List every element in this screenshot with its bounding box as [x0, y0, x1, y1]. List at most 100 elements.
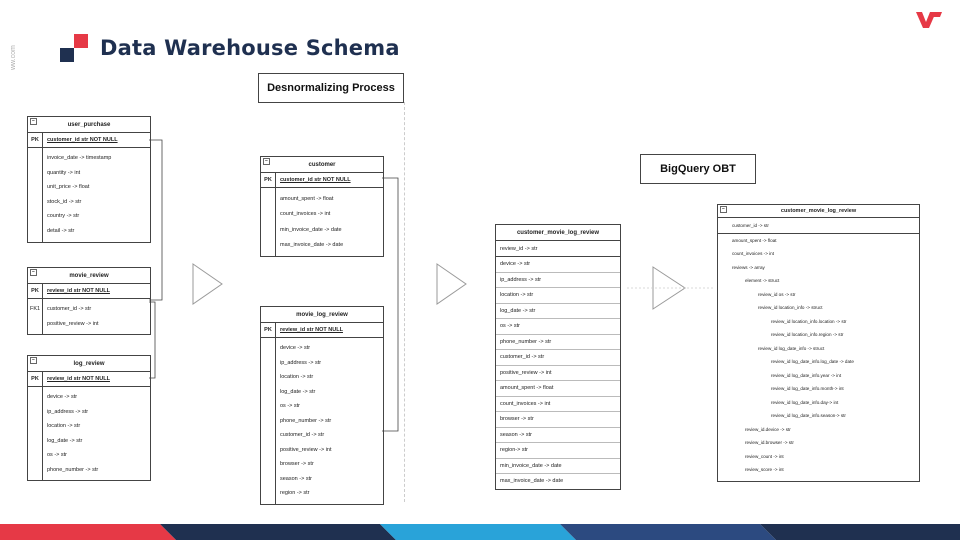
pk-label: PK [261, 173, 276, 187]
field: os -> str [47, 452, 68, 459]
obt-nested-field: review_id.device -> str [745, 426, 791, 432]
field: customer_id -> str [496, 350, 620, 366]
field: count_invoices -> int [496, 397, 620, 412]
field: ip_address -> str [280, 359, 322, 366]
obt-nested-field: review_id location_info.location -> str [771, 318, 847, 324]
field: invoice_date -> timestamp [47, 155, 112, 162]
logo-mark [60, 34, 90, 62]
obt-field: customer_id -> str [718, 219, 919, 234]
obt-nested-field: element -> struct [745, 278, 780, 284]
field: log_date -> str [47, 437, 83, 444]
field: log_date -> str [496, 304, 620, 319]
field: region -> str [280, 490, 310, 497]
table-name: user_purchase [67, 121, 111, 128]
field: amount_spent -> float [280, 195, 334, 202]
obt-nested-field: review_id log_date_info.season-> str [771, 413, 846, 419]
field: os -> str [496, 319, 620, 335]
process-arrow-1 [192, 263, 223, 305]
table-customer-movie-log-review: customer_movie_log_review review_id -> s… [495, 224, 621, 490]
obt-nested-field: review_count -> int [745, 453, 784, 459]
brand-logo [916, 12, 942, 33]
pk-field: review_id str NOT NULL [280, 327, 343, 333]
pk-label: PK [28, 133, 43, 147]
field: customer_id -> str [280, 432, 325, 439]
field: location -> str [280, 374, 314, 381]
field: browser -> str [280, 461, 314, 468]
pk-label: PK [261, 323, 276, 337]
table-name: customer [308, 161, 336, 168]
obt-nested-field: review_id log_date_info.month-> int [771, 386, 844, 392]
field: positive_review -> int [496, 366, 620, 381]
field: positive_review -> int [280, 446, 332, 453]
fk-label: FK1 [29, 306, 41, 313]
obt-nested-field: review_id log_date_info -> struct [758, 345, 825, 351]
table-name: movie_log_review [296, 311, 348, 318]
obt-nested-field: review_id os -> str [758, 291, 796, 297]
pk-field: customer_id str NOT NULL [47, 137, 118, 143]
field: os -> str [280, 403, 301, 410]
bigquery-label: BigQuery OBT [660, 163, 736, 175]
process-arrow-2 [436, 263, 467, 305]
field: detail -> str [47, 227, 75, 234]
field: location -> str [496, 288, 620, 304]
field: country -> str [47, 213, 80, 220]
field: min_invoice_date -> date [496, 459, 620, 474]
field: phone_number -> str [496, 335, 620, 350]
process-label-box: Desnormalizing Process [258, 73, 404, 103]
process-label: Desnormalizing Process [267, 82, 395, 94]
field: ip_address -> str [496, 273, 620, 288]
table-name: customer_movie_log_review [780, 208, 857, 214]
table-name: customer_movie_log_review [516, 229, 600, 236]
obt-field: count_invoices -> int [732, 251, 775, 257]
field: log_date -> str [280, 388, 316, 395]
table-name: log_review [73, 360, 105, 367]
field: amount_spent -> float [496, 381, 620, 397]
page-title: Data Warehouse Schema [100, 36, 400, 60]
field: stock_id -> str [47, 198, 82, 205]
obt-nested-field: review_id log_date_info.day-> int [771, 399, 839, 405]
footer-stripe [0, 524, 960, 540]
field: quantity -> int [47, 169, 81, 176]
pk-label: PK [28, 372, 43, 386]
table-movie-log-review: movie_log_review PK review_id str NOT NUL… [260, 306, 384, 505]
obt-nested-field: review_id log_date_info.log_date -> date [771, 359, 854, 365]
pk-label: PK [28, 284, 43, 298]
field: max_invoice_date -> date [280, 242, 344, 249]
field: min_invoice_date -> date [280, 226, 342, 233]
obt-nested-field: review_id location_info -> struct [758, 305, 823, 311]
field: max_invoice_date -> date [500, 478, 564, 485]
pk-field: review_id str NOT NULL [47, 288, 110, 294]
dashed-divider [404, 102, 405, 502]
table-obt: −customer_movie_log_review customer_id -… [717, 204, 920, 482]
obt-nested-field: review_id.browser -> str [745, 440, 794, 446]
field: region-> str [496, 443, 620, 459]
field: phone_number -> str [47, 466, 99, 473]
field: season -> str [280, 475, 312, 482]
obt-nested-field: review_id location_info.region -> str [771, 332, 844, 338]
field: browser -> str [496, 412, 620, 428]
pk-field: customer_id str NOT NULL [280, 177, 351, 183]
field: positive_review -> int [47, 320, 99, 327]
field: review_id -> str [496, 241, 620, 257]
pk-field: review_id str NOT NULL [47, 376, 110, 382]
field: ip_address -> str [47, 408, 89, 415]
table-name: movie_review [69, 272, 109, 279]
field: device -> str [47, 394, 78, 401]
field: customer_id -> str [47, 306, 92, 313]
field: location -> str [47, 423, 81, 430]
field: count_invoices -> int [280, 211, 331, 218]
bigquery-label-box: BigQuery OBT [640, 154, 756, 184]
field: device -> str [280, 345, 311, 352]
obt-field: reviews -> array [732, 264, 765, 270]
obt-nested-field: review_score -> int [745, 467, 784, 473]
field: phone_number -> str [280, 417, 332, 424]
field: season -> str [496, 428, 620, 443]
field: device -> str [496, 257, 620, 273]
obt-nested-field: review_id log_date_info.year -> int [771, 372, 842, 378]
obt-field: amount_spent -> float [732, 237, 777, 243]
